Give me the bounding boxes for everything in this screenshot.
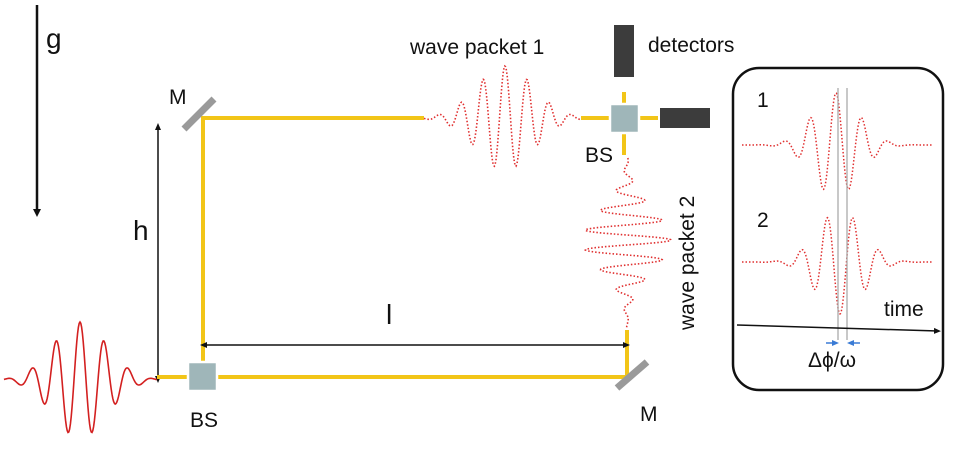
beam-splitter-bottom xyxy=(186,360,219,393)
wave-packet-2 xyxy=(583,157,672,330)
phase-shift-label: Δϕ/ω xyxy=(808,349,856,372)
inset-time-axis xyxy=(736,324,941,334)
detectors-label: detectors xyxy=(648,34,734,57)
wave-packet-1-label: wave packet 1 xyxy=(409,36,544,59)
beam-paths xyxy=(157,92,658,379)
beam-upper-arm xyxy=(201,116,424,370)
inset-trace-1-label: 1 xyxy=(757,89,769,112)
gravity-label: g xyxy=(46,23,62,54)
mirror-top-left xyxy=(181,96,217,132)
inset-trace-2 xyxy=(742,216,932,315)
inset-trace-2-label: 2 xyxy=(757,209,769,232)
mirror-bottom-right xyxy=(614,359,650,391)
detector-top xyxy=(614,25,634,77)
mirror-bottom-label: M xyxy=(640,403,658,426)
wave-packet-1 xyxy=(423,64,581,168)
wave-packet-2-label: wave packet 2 xyxy=(676,196,699,331)
mirror-top-label: M xyxy=(169,86,187,109)
inset-time-label: time xyxy=(884,298,924,321)
input-wave-packet xyxy=(3,320,157,434)
beam-splitter-top xyxy=(608,102,641,135)
detector-right xyxy=(660,108,710,128)
beam-splitter-bottom-label: BS xyxy=(190,409,218,432)
beam-splitter-top-label: BS xyxy=(585,144,613,167)
inset-trace-1 xyxy=(742,92,932,191)
length-label: l xyxy=(386,299,392,330)
interference-inset: 1 2 time Δϕ/ω xyxy=(731,66,945,392)
height-label: h xyxy=(133,215,149,246)
